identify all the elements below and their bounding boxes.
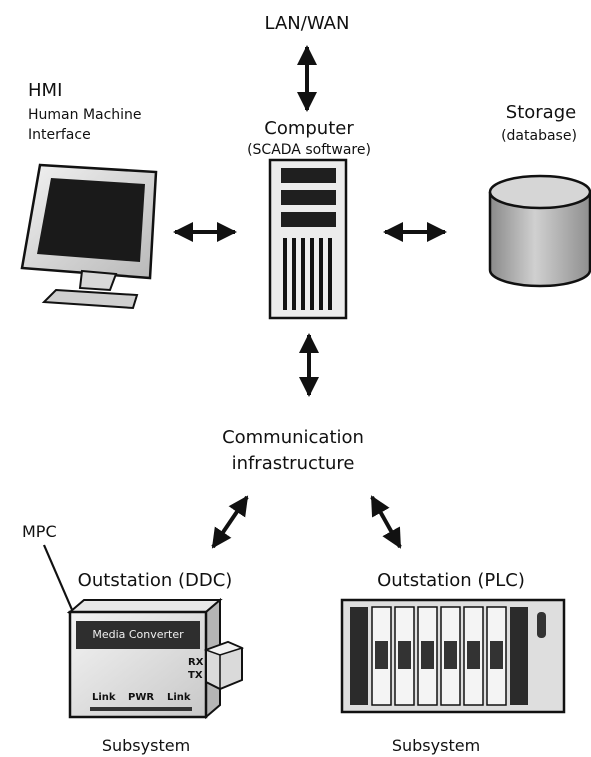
plc-rack-device [340,598,566,714]
outstation-plc-label: Outstation (PLC) [377,570,525,591]
pwr-led-label: PWR [128,692,155,703]
arrow-comm-plc [370,495,402,549]
storage-sublabel: (database) [501,128,577,144]
link-led-label-2: Link [167,692,191,703]
rx-port-label: RX [188,657,204,668]
storage-label: Storage [505,102,577,123]
hmi-monitor-icon [20,163,158,310]
hmi-label: HMI [28,80,63,101]
outstation-ddc-label: Outstation (DDC) [77,570,233,591]
plc-modules [371,606,507,706]
computer-label: Computer [264,118,354,139]
media-converter-device [67,597,245,720]
hmi-sublabel-1: Human Machine [28,107,142,123]
comm-label-line-1: Communication [222,427,364,448]
arrow-comm-ddc [211,495,249,549]
comm-label-line-2: infrastructure [231,453,355,474]
subsystem-left-label: Subsystem [101,736,191,755]
link-led-label-1: Link [92,692,116,703]
computer-sublabel: (SCADA software) [247,142,371,158]
subsystem-right-label: Subsystem [391,736,481,755]
mpc-label: MPC [22,522,57,541]
computer-tower-icon [268,158,348,320]
tx-port-label: TX [188,670,203,681]
storage-database-icon [488,174,591,288]
hmi-sublabel-2: Interface [28,127,91,143]
network-label: LAN/WAN [264,13,350,34]
media-converter-title: Media Converter [92,628,184,641]
mpc-pointer-arrow [42,544,78,621]
